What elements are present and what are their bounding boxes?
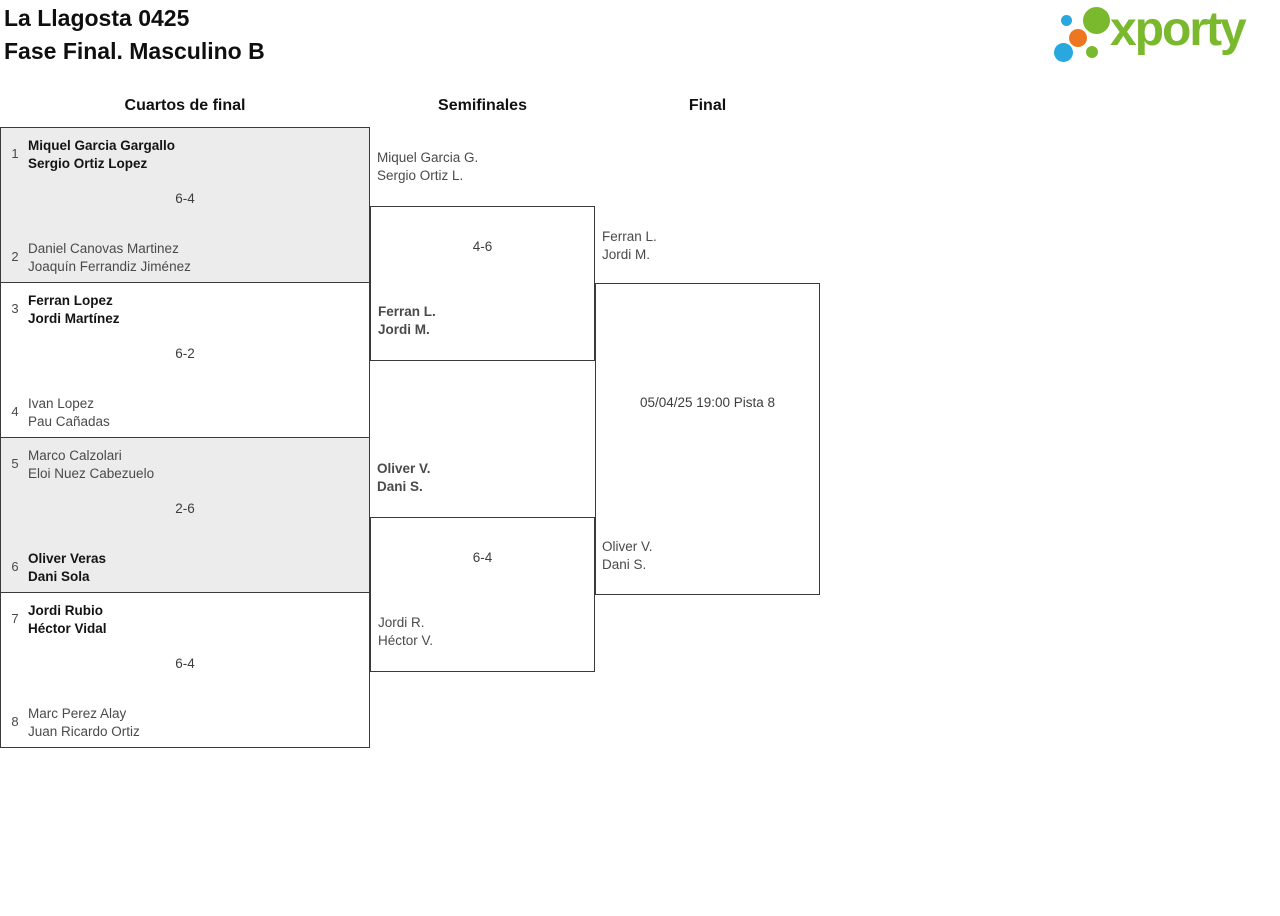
xporty-wordmark: xporty bbox=[1110, 3, 1247, 56]
match-score: 6-4 bbox=[472, 550, 493, 565]
player-name: Pau Cañadas bbox=[28, 414, 110, 429]
player-name: Oliver V. bbox=[602, 539, 653, 554]
player-name: Daniel Canovas Martinez bbox=[28, 241, 179, 256]
phase-name: Fase Final. Masculino B bbox=[4, 38, 265, 64]
match-box-quarterfinal-2: 3 Ferran Lopez Jordi Martínez 6-2 4 Ivan… bbox=[0, 282, 370, 438]
player-name: Héctor V. bbox=[378, 633, 434, 648]
match-score: 6-4 bbox=[175, 656, 195, 671]
player-name: Joaquín Ferrandiz Jiménez bbox=[28, 259, 191, 274]
team-names: Marco Calzolari Eloi Nuez Cabezuelo bbox=[28, 447, 154, 483]
player-name: Eloi Nuez Cabezuelo bbox=[28, 466, 155, 481]
seed-number: 3 bbox=[11, 301, 19, 316]
player-name: Ivan Lopez bbox=[28, 396, 95, 411]
xporty-logo[interactable]: xporty bbox=[1048, 0, 1280, 75]
team-names: Miquel Garcia Gargallo Sergio Ortiz Lope… bbox=[28, 137, 175, 173]
player-name: Dani Sola bbox=[28, 569, 90, 584]
player-name: Jordi M. bbox=[378, 322, 430, 337]
page-title: La Llagosta 0425 Fase Final. Masculino B bbox=[4, 2, 265, 68]
final-match-schedule: 05/04/25 19:00 Pista 8 bbox=[639, 395, 776, 410]
match-box-semifinal-1: 4-6 Ferran L. Jordi M. bbox=[370, 206, 595, 361]
match-box-final: 05/04/25 19:00 Pista 8 bbox=[595, 283, 820, 595]
player-name: Dani S. bbox=[602, 557, 647, 572]
logo-dot-orange-icon bbox=[1069, 29, 1087, 47]
semifinal-1-team-bottom: Ferran L. Jordi M. bbox=[378, 303, 436, 339]
player-name: Jordi Rubio bbox=[28, 603, 103, 618]
team-names: Oliver Veras Dani Sola bbox=[28, 550, 106, 586]
match-box-quarterfinal-3: 5 Marco Calzolari Eloi Nuez Cabezuelo 2-… bbox=[0, 437, 370, 593]
player-name: Juan Ricardo Ortiz bbox=[28, 724, 140, 739]
semifinal-2-team-bottom: Jordi R. Héctor V. bbox=[378, 614, 433, 650]
match-score: 4-6 bbox=[472, 239, 493, 254]
player-name: Sergio Ortiz Lopez bbox=[28, 156, 148, 171]
final-team-top: Ferran L. Jordi M. bbox=[602, 228, 657, 264]
seed-number: 5 bbox=[11, 456, 19, 471]
player-name: Marco Calzolari bbox=[28, 448, 122, 463]
round-header-cuartos-de-final: Cuartos de final bbox=[124, 97, 246, 114]
team-names: Ferran Lopez Jordi Martínez bbox=[28, 292, 120, 328]
player-name: Ferran L. bbox=[378, 304, 436, 319]
tournament-name: La Llagosta 0425 bbox=[4, 5, 190, 31]
player-name: Jordi R. bbox=[378, 615, 425, 630]
player-name: Miquel Garcia Gargallo bbox=[28, 138, 176, 153]
match-box-quarterfinal-4: 7 Jordi Rubio Héctor Vidal 6-4 8 Marc Pe… bbox=[0, 592, 370, 748]
logo-dot-blue-small-icon bbox=[1061, 15, 1072, 26]
seed-number: 6 bbox=[11, 559, 19, 574]
team-names: Marc Perez Alay Juan Ricardo Ortiz bbox=[28, 705, 140, 741]
match-box-quarterfinal-1: 1 Miquel Garcia Gargallo Sergio Ortiz Lo… bbox=[0, 127, 370, 283]
round-header-final: Final bbox=[688, 97, 727, 114]
match-box-semifinal-2: 6-4 Jordi R. Héctor V. bbox=[370, 517, 595, 672]
semifinal-2-team-top: Oliver V. Dani S. bbox=[377, 460, 431, 496]
final-team-bottom: Oliver V. Dani S. bbox=[602, 538, 653, 574]
team-names: Daniel Canovas Martinez Joaquín Ferrandi… bbox=[28, 240, 191, 276]
match-score: 6-2 bbox=[175, 346, 195, 361]
match-score: 6-4 bbox=[175, 191, 195, 206]
player-name: Oliver V. bbox=[377, 461, 431, 476]
match-score: 2-6 bbox=[175, 501, 195, 516]
player-name: Jordi Martínez bbox=[28, 311, 120, 326]
player-name: Oliver Veras bbox=[28, 551, 107, 566]
logo-dot-green-small-icon bbox=[1086, 46, 1098, 58]
player-name: Dani S. bbox=[377, 479, 423, 494]
player-name: Ferran L. bbox=[602, 229, 657, 244]
player-name: Marc Perez Alay bbox=[28, 706, 127, 721]
team-names: Ivan Lopez Pau Cañadas bbox=[28, 395, 110, 431]
player-name: Jordi M. bbox=[602, 247, 651, 262]
logo-dot-green-large-icon bbox=[1083, 7, 1110, 34]
seed-number: 2 bbox=[11, 249, 19, 264]
seed-number: 1 bbox=[11, 146, 19, 161]
team-names: Jordi Rubio Héctor Vidal bbox=[28, 602, 107, 638]
semifinal-1-team-top: Miquel Garcia G. Sergio Ortiz L. bbox=[377, 149, 478, 185]
seed-number: 7 bbox=[11, 611, 19, 626]
player-name: Héctor Vidal bbox=[28, 621, 107, 636]
logo-dot-blue-medium-icon bbox=[1054, 43, 1073, 62]
seed-number: 4 bbox=[11, 404, 19, 419]
round-header-semifinales: Semifinales bbox=[438, 97, 527, 114]
player-name: Miquel Garcia G. bbox=[377, 150, 479, 165]
seed-number: 8 bbox=[11, 714, 19, 729]
player-name: Ferran Lopez bbox=[28, 293, 113, 308]
player-name: Sergio Ortiz L. bbox=[377, 168, 464, 183]
